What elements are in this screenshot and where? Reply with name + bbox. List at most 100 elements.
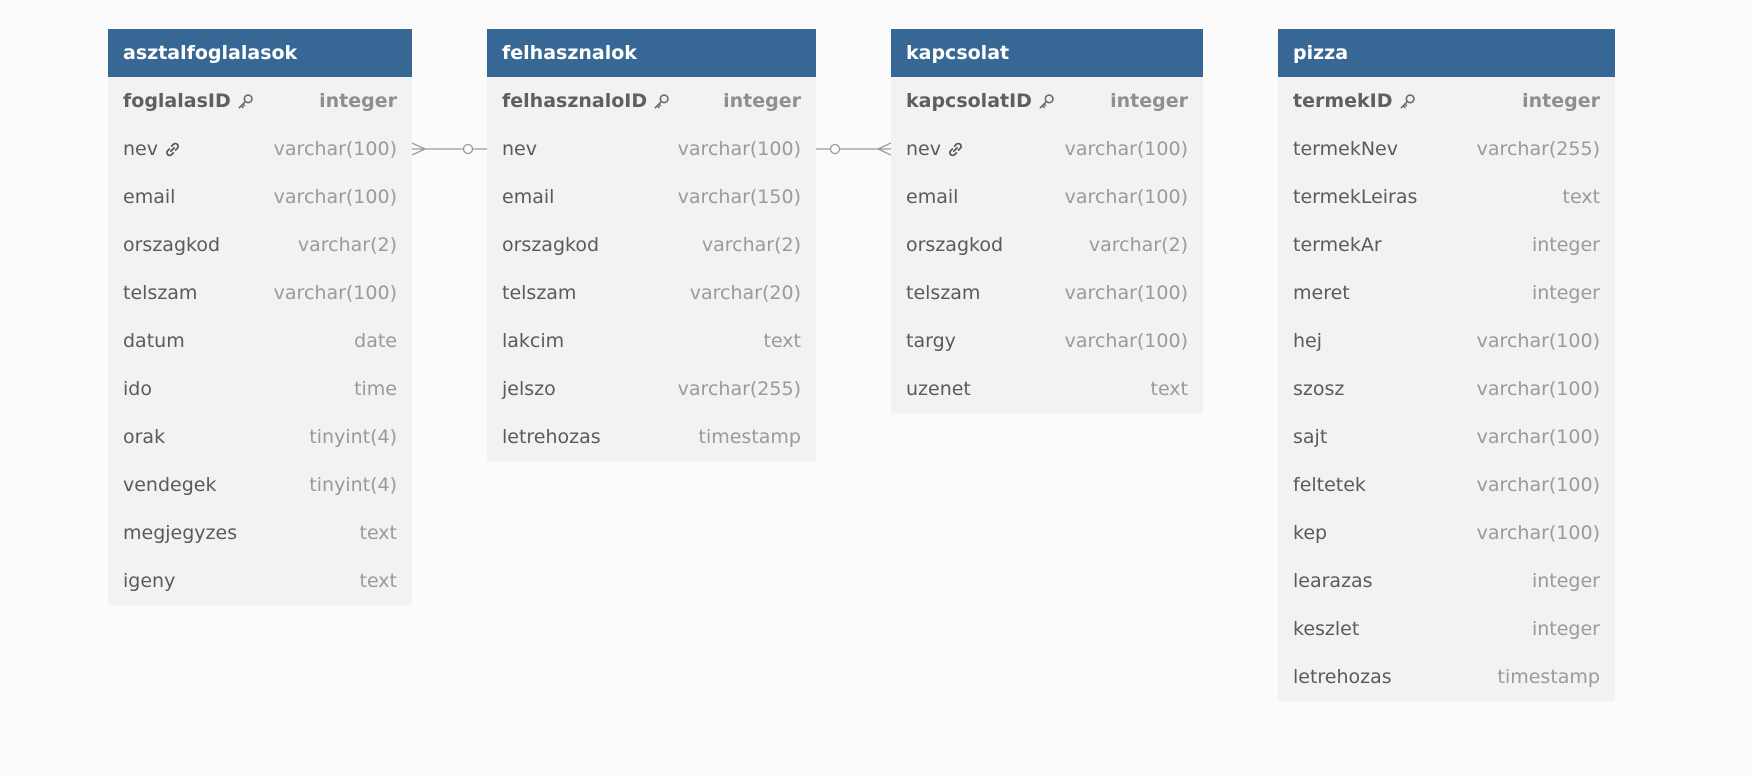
column-type: tinyint(4)	[309, 426, 397, 448]
column-row[interactable]: telszam varchar(100)	[891, 269, 1203, 317]
column-row[interactable]: meret integer	[1278, 269, 1615, 317]
column-name-text: nev	[906, 138, 941, 160]
column-name: telszam	[906, 282, 980, 304]
column-name: felhasznaloID	[502, 90, 670, 112]
column-row[interactable]: termekLeiras text	[1278, 173, 1615, 221]
column-name-text: termekAr	[1293, 234, 1382, 256]
column-name-text: termekLeiras	[1293, 186, 1418, 208]
key-icon	[237, 93, 254, 110]
key-icon	[1038, 93, 1055, 110]
column-name-text: orszagkod	[906, 234, 1004, 256]
column-name: termekLeiras	[1293, 186, 1417, 208]
table-header[interactable]: asztalfoglalasok	[108, 29, 412, 77]
column-type: varchar(100)	[273, 138, 397, 160]
column-name: feltetek	[1293, 474, 1366, 496]
column-row[interactable]: orak tinyint(4)	[108, 413, 412, 461]
column-name: foglalasID	[123, 90, 254, 112]
column-name-text: orszagkod	[123, 234, 221, 256]
column-type: varchar(100)	[273, 186, 397, 208]
table-header[interactable]: felhasznalok	[487, 29, 816, 77]
column-name: email	[906, 186, 958, 208]
key-icon	[653, 93, 670, 110]
column-type: varchar(100)	[1476, 378, 1600, 400]
column-name: orszagkod	[502, 234, 599, 256]
column-name: igeny	[123, 570, 175, 592]
column-name-text: uzenet	[906, 378, 971, 400]
column-type: integer	[1531, 282, 1600, 304]
key-icon	[1399, 93, 1416, 110]
column-name-text: igeny	[123, 570, 176, 592]
column-row[interactable]: hej varchar(100)	[1278, 317, 1615, 365]
column-type: varchar(100)	[677, 138, 801, 160]
one-end-marker	[829, 143, 841, 155]
column-name: letrehozas	[502, 426, 601, 448]
table-header[interactable]: pizza	[1278, 29, 1615, 77]
column-name-text: ido	[123, 378, 152, 400]
column-type: integer	[1531, 234, 1600, 256]
column-type: integer	[1531, 618, 1600, 640]
column-type: varchar(100)	[273, 282, 397, 304]
column-type: varchar(100)	[1476, 330, 1600, 352]
column-name: megjegyzes	[123, 522, 237, 544]
column-name: termekID	[1293, 90, 1416, 112]
one-end-marker	[462, 143, 474, 155]
column-name-text: szosz	[1293, 378, 1345, 400]
column-type: text	[359, 570, 398, 592]
column-name-text: kep	[1293, 522, 1328, 544]
column-name-text: learazas	[1293, 570, 1373, 592]
column-type: varchar(100)	[1064, 282, 1188, 304]
column-name-text: orak	[123, 426, 166, 448]
column-row[interactable]: szosz varchar(100)	[1278, 365, 1615, 413]
table-header[interactable]: kapcsolat	[891, 29, 1203, 77]
column-name-text: megjegyzes	[123, 522, 238, 544]
column-name: hej	[1293, 330, 1322, 352]
column-row[interactable]: termekAr integer	[1278, 221, 1615, 269]
column-type: text	[1562, 186, 1601, 208]
many-end-marker	[411, 142, 427, 156]
column-row[interactable]: igeny text	[108, 557, 412, 605]
column-name-text: feltetek	[1293, 474, 1366, 496]
column-name: email	[502, 186, 554, 208]
column-type: date	[354, 330, 397, 352]
column-name: meret	[1293, 282, 1350, 304]
column-name-text: kapcsolatID	[906, 90, 1032, 112]
column-type: varchar(20)	[689, 282, 801, 304]
column-type: varchar(100)	[1476, 426, 1600, 448]
column-name: vendegek	[123, 474, 216, 496]
